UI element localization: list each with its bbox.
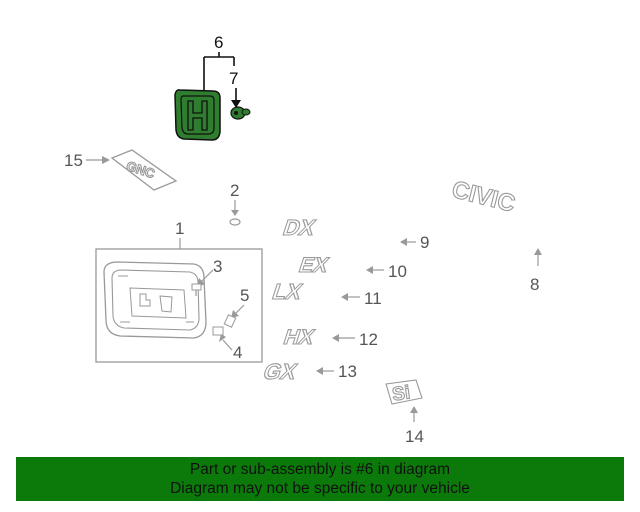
hx-emblem-group: HX 12 [280, 325, 378, 349]
lx-emblem[interactable]: LX [269, 279, 306, 304]
grommet-part[interactable] [229, 218, 241, 226]
screw-part-3[interactable] [191, 283, 202, 296]
part-2-group: 2 [229, 181, 241, 226]
callout-3[interactable]: 3 [213, 257, 222, 276]
si-emblem[interactable]: Si [390, 382, 412, 406]
callout-1[interactable]: 1 [175, 219, 184, 238]
gnc-badge-plate [110, 149, 178, 191]
civic-emblem[interactable]: CIVIC [449, 175, 519, 218]
nut-part-4[interactable] [212, 326, 224, 336]
callout-14[interactable]: 14 [405, 427, 424, 446]
callout-13[interactable]: 13 [338, 362, 357, 381]
si-badge-plate [385, 379, 423, 405]
lx-emblem-group: LX 11 [269, 279, 382, 308]
si-emblem-group: Si 14 [385, 379, 424, 446]
callout-15[interactable]: 15 [64, 151, 83, 170]
callout-12[interactable]: 12 [359, 330, 378, 349]
honda-emblem-part[interactable] [174, 89, 221, 141]
dx-emblem[interactable]: DX [280, 215, 320, 240]
dx-emblem-group: DX 9 [280, 215, 430, 252]
callout-6[interactable]: 6 [214, 33, 223, 52]
info-banner: Part or sub-assembly is #6 in diagram Di… [16, 457, 624, 501]
callout-5[interactable]: 5 [240, 286, 249, 305]
garnish-assembly-group: 1 3 5 4 [95, 219, 263, 363]
ex-emblem[interactable]: EX [295, 253, 332, 277]
civic-emblem-group: CIVIC 8 [449, 175, 542, 294]
gx-emblem[interactable]: GX [260, 359, 301, 384]
clip-part-7[interactable] [230, 106, 251, 120]
callout-2[interactable]: 2 [230, 181, 239, 200]
callout-10[interactable]: 10 [388, 262, 407, 281]
callout-7[interactable]: 7 [229, 69, 238, 88]
callout-4[interactable]: 4 [233, 343, 242, 362]
callout-11[interactable]: 11 [364, 289, 382, 308]
banner-line-1: Part or sub-assembly is #6 in diagram [189, 461, 451, 478]
ex-emblem-group: EX 10 [295, 253, 407, 281]
clip-part-5[interactable] [223, 314, 237, 328]
license-garnish-part[interactable] [103, 261, 207, 339]
banner-line-2: Diagram may not be specific to your vehi… [170, 480, 470, 497]
callout-8[interactable]: 8 [530, 275, 539, 294]
gx-emblem-group: GX 13 [260, 359, 357, 384]
gnc-emblem-group: 15 GNC [64, 149, 178, 191]
hx-emblem[interactable]: HX [280, 325, 318, 349]
callout-9[interactable]: 9 [420, 233, 429, 252]
